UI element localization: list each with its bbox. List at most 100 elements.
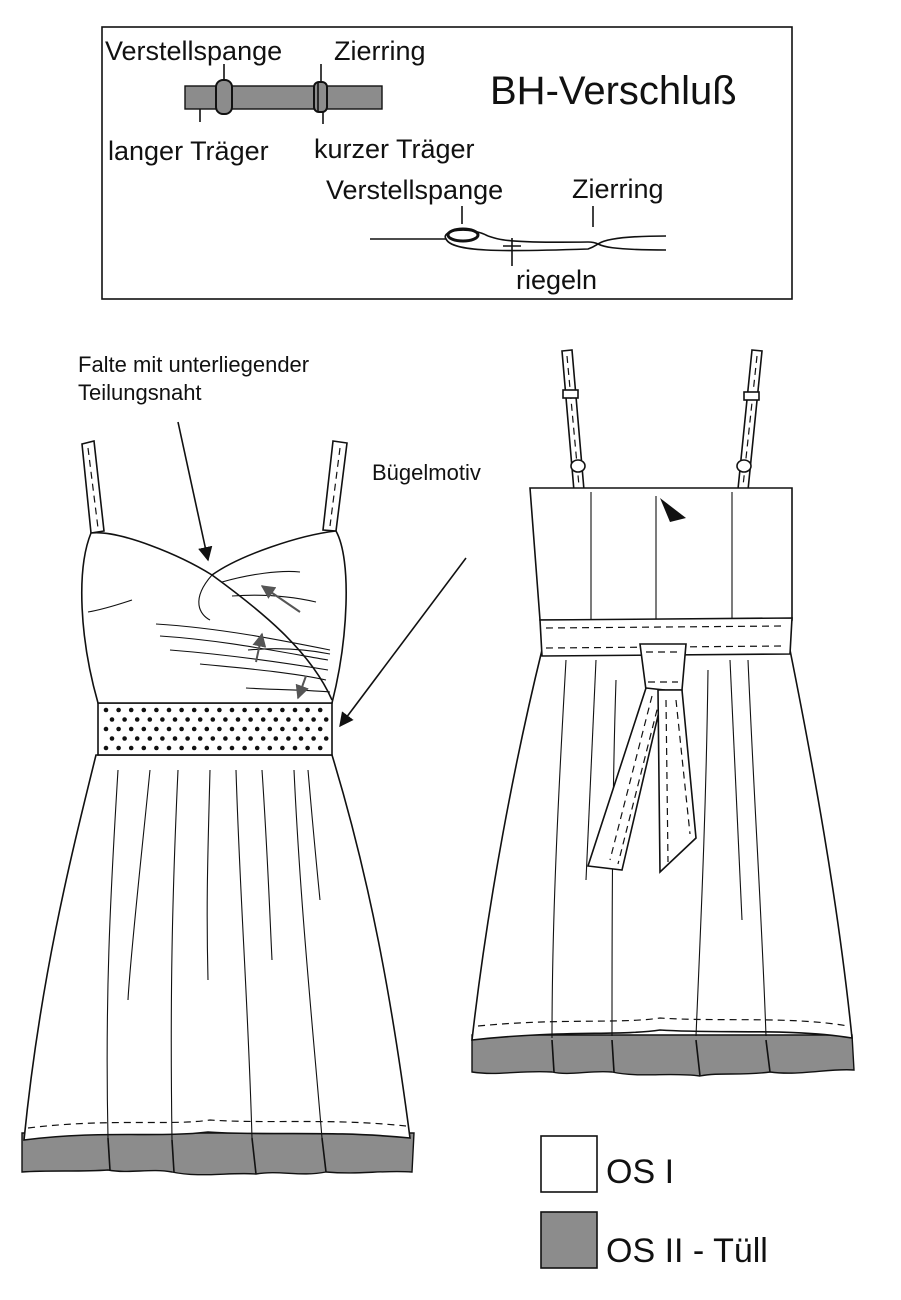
motif-dot (197, 717, 203, 722)
motif-dot (317, 707, 323, 713)
motif-pointer-arrow (339, 557, 467, 728)
label-ring-top: Zierring (334, 36, 426, 66)
motif-dot (185, 736, 190, 741)
motif-dot (292, 745, 298, 751)
label-tack: riegeln (516, 265, 597, 295)
motif-dot (273, 717, 279, 722)
motif-dot (280, 707, 285, 713)
motif-dot (154, 707, 159, 713)
motif-dot (229, 745, 235, 751)
motif-dot (172, 736, 178, 741)
motif-dot (260, 717, 266, 722)
motif-dot (317, 745, 323, 751)
dress-front-view: Falte mit unterliegender Teilungsnaht Bü… (21, 352, 481, 1176)
motif-dot (286, 717, 291, 722)
motif-dot (292, 726, 298, 732)
motif-dot (109, 717, 115, 722)
motif-dot (280, 726, 285, 732)
pleat-pointer-arrow (177, 421, 213, 562)
motif-dot (204, 726, 210, 732)
back-bodice (529, 487, 793, 621)
motif-dot (122, 717, 127, 722)
motif-dot (185, 717, 190, 722)
motif-dot (116, 726, 121, 732)
motif-dot (235, 736, 241, 741)
motif-dot (191, 726, 197, 732)
motif-dot (254, 707, 260, 713)
motif-dot (179, 707, 184, 713)
motif-dot (298, 736, 304, 741)
motif-dot (109, 736, 115, 741)
motif-dot (147, 717, 153, 722)
legend-label-os1: OS I (606, 1153, 674, 1191)
motif-dot (311, 717, 316, 722)
motif-dot (254, 726, 260, 732)
motif-dot (298, 717, 304, 722)
motif-dot (217, 707, 222, 713)
motif-dot (128, 745, 134, 751)
sash-knot (639, 643, 687, 691)
motif-dot (204, 707, 210, 713)
strap-side-view (370, 206, 667, 266)
motif-dot (160, 717, 165, 722)
motif-dot (323, 736, 329, 741)
pleat-direction-arrow (252, 632, 267, 663)
motif-dot (305, 726, 310, 732)
label-pleat-line2: Teilungsnaht (78, 380, 202, 405)
motif-dot (116, 707, 121, 713)
motif-dot (254, 745, 260, 751)
legend-label-os2: OS II - Tüll (606, 1232, 768, 1270)
motif-dot (141, 726, 147, 732)
label-long-strap: langer Träger (108, 136, 269, 166)
pleat-direction-arrow (295, 675, 309, 700)
strap-top-view (184, 85, 383, 110)
motif-dot (210, 736, 216, 741)
motif-dot (242, 707, 247, 713)
motif-dot (223, 717, 228, 722)
label-ring-side: Zierring (572, 174, 664, 204)
label-iron-motif: Bügelmotiv (372, 460, 481, 485)
motif-dot (166, 745, 172, 751)
motif-dot (154, 726, 159, 732)
motif-dot (128, 726, 134, 732)
motif-dot (122, 736, 127, 741)
legend-swatch-os2 (540, 1211, 598, 1269)
iron-on-dot-motif (103, 707, 329, 751)
closure-title: BH-Verschluß (490, 69, 737, 113)
motif-dot (103, 745, 109, 751)
motif-dot (141, 707, 147, 713)
label-adjuster-side: Verstellspange (326, 175, 503, 205)
motif-dot (147, 736, 153, 741)
zipper-end-mark (660, 498, 686, 522)
motif-dot (242, 745, 247, 751)
motif-dot (128, 707, 134, 713)
motif-dot (305, 707, 310, 713)
motif-dot (286, 736, 291, 741)
motif-dot (103, 726, 109, 732)
ring-top (313, 81, 328, 113)
label-adjuster-top: Verstellspange (105, 36, 282, 66)
motif-dot (280, 745, 285, 751)
motif-dot (273, 736, 279, 741)
legend-swatch-os1 (540, 1135, 598, 1193)
motif-dot (317, 726, 323, 732)
motif-dot (160, 736, 165, 741)
motif-dot (229, 707, 235, 713)
motif-dot (242, 726, 247, 732)
label-pleat-line1: Falte mit unterliegender (78, 352, 309, 377)
motif-dot (223, 736, 228, 741)
closure-detail-box: BH-Verschluß Verstellspange Zierring lan… (101, 26, 793, 300)
legend: OS I OS II - Tüll (540, 1135, 768, 1270)
motif-dot (229, 726, 235, 732)
dress-back-view (471, 349, 855, 1077)
motif-dot (210, 717, 216, 722)
motif-dot (305, 745, 310, 751)
front-bodice (80, 530, 347, 704)
adjuster-slide-top (215, 79, 233, 115)
motif-dot (248, 736, 253, 741)
motif-dot (248, 717, 253, 722)
front-tulle-hem (21, 1132, 415, 1176)
motif-dot (134, 717, 140, 722)
front-skirt (23, 754, 411, 1141)
